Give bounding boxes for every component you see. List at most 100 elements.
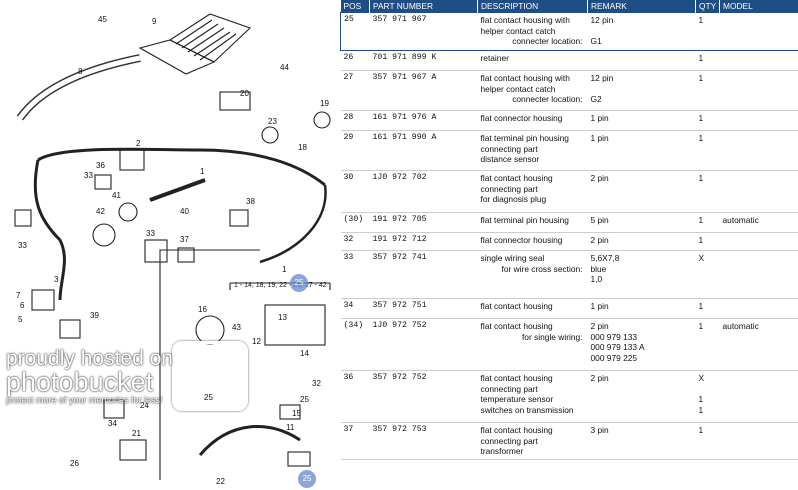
- cover-21: [119, 439, 147, 461]
- qty-value: 1: [698, 53, 704, 63]
- callout: 13: [278, 313, 287, 322]
- callout: 40: [180, 207, 189, 216]
- description-line: for diagnosis plug: [480, 194, 547, 205]
- cell-pos: 34: [340, 298, 370, 319]
- description-line: temperature sensor: [480, 394, 554, 405]
- position-badge-bottom[interactable]: 25: [298, 470, 316, 488]
- cell-pos: 29: [340, 130, 370, 171]
- table-header: POS PART NUMBER DESCRIPTION REMARK QTY M…: [340, 0, 798, 13]
- callout: 26: [70, 459, 79, 468]
- cell-part-number: 191 972 705: [369, 212, 478, 233]
- cell-remark: 1 pin: [587, 130, 696, 171]
- cell-remark: 5 pin: [587, 212, 696, 233]
- cell-description: retainer: [477, 50, 588, 71]
- cell-model: [719, 130, 798, 171]
- callout: 9: [152, 17, 157, 26]
- pos-value: 36: [343, 373, 354, 382]
- part-number-value: 161 971 976 A: [372, 113, 437, 122]
- remark-line: G1: [590, 36, 602, 47]
- callout: 19: [320, 99, 329, 108]
- part-number-value: 357 971 967: [372, 15, 427, 24]
- parts-list: POS PART NUMBER DESCRIPTION REMARK QTY M…: [340, 0, 798, 490]
- description-line: flat terminal pin housing: [480, 133, 569, 143]
- description-subline: connecter location:: [512, 94, 583, 105]
- pos-value: 25: [344, 15, 354, 24]
- cell-part-number: 1J0 972 752: [369, 318, 478, 371]
- part-number-value: 191 972 705: [372, 215, 427, 224]
- callout: 6: [20, 301, 25, 310]
- pos-value: 37: [343, 425, 354, 434]
- callout: 20: [240, 89, 249, 98]
- callout: 36: [96, 161, 105, 170]
- sensor-19: [313, 111, 331, 129]
- callout: 34: [108, 419, 117, 428]
- description-line: distance sensor: [480, 154, 540, 165]
- pos-value: 34: [343, 301, 354, 310]
- model-value: automatic: [722, 321, 759, 331]
- cell-qty: 1: [695, 318, 720, 371]
- callout: 45: [98, 15, 107, 24]
- cell-qty: 1: [695, 130, 720, 171]
- qty-value: 1: [698, 133, 704, 143]
- col-header-remark: REMARK: [587, 0, 696, 13]
- remark-line: 2 pin: [590, 173, 609, 183]
- cell-qty: X: [695, 250, 720, 299]
- cell-qty: 1: [695, 422, 720, 460]
- callout: 42: [96, 207, 105, 216]
- cell-pos: (34): [340, 318, 370, 371]
- remark-line: [591, 84, 693, 95]
- col-header-model: MODEL: [719, 0, 798, 13]
- remark-line: 000 979 133 A: [590, 342, 645, 353]
- description-line: connecting part: [480, 183, 538, 194]
- callout: 16: [198, 305, 207, 314]
- connector-2: [119, 149, 145, 171]
- description-line: flat contact housing with: [480, 15, 570, 25]
- description-line: flat contact housing: [480, 301, 553, 311]
- part-number-value: 357 971 967 A: [372, 73, 437, 82]
- remark-line: 12 pin: [590, 15, 614, 25]
- description-line: flat contact housing: [480, 321, 553, 331]
- position-badge-top[interactable]: 25: [290, 274, 308, 292]
- part-number-value: 357 972 751: [372, 301, 427, 310]
- cell-pos: 36: [340, 370, 370, 423]
- part-number-value: 161 971 990 A: [372, 133, 437, 142]
- cell-part-number: 357 972 753: [369, 422, 478, 460]
- cell-qty: 1: [695, 50, 720, 71]
- col-header-part-number: PART NUMBER: [369, 0, 478, 13]
- remark-line: 1 pin: [590, 133, 609, 143]
- relay-20: [219, 91, 251, 111]
- connector-37: [177, 247, 195, 263]
- description-line: switches on transmission: [480, 404, 574, 415]
- description-line: flat contact housing: [480, 173, 553, 183]
- callout: 41: [112, 191, 121, 200]
- cell-pos: 27: [340, 70, 370, 111]
- part-number-value: 357 972 753: [372, 425, 427, 434]
- cell-model: [719, 232, 798, 251]
- remark-line: 2 pin: [590, 373, 609, 383]
- callout: 3: [54, 275, 59, 284]
- cell-model: [719, 298, 798, 319]
- cell-pos: 33: [340, 250, 370, 299]
- part-number-value: 701 971 899 K: [372, 53, 437, 62]
- connector-25: [287, 451, 311, 467]
- description-line: transformer: [480, 446, 524, 457]
